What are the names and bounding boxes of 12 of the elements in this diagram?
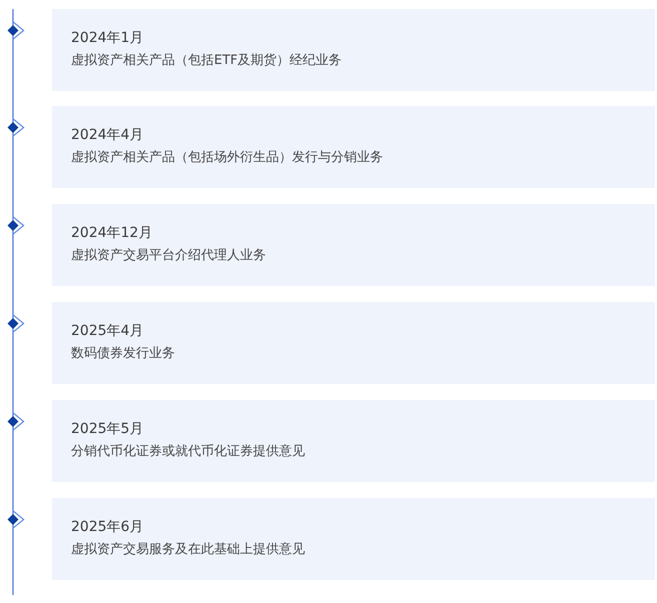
- event-description: 数码债券发行业务: [71, 345, 175, 363]
- event-description: 虚拟资产交易平台介绍代理人业务: [71, 247, 266, 265]
- event-description: 虚拟资产相关产品（包括场外衍生品）发行与分销业务: [71, 149, 383, 167]
- date-label: 2025年4月: [71, 322, 144, 341]
- date-label: 2025年5月: [71, 420, 144, 439]
- event-description: 虚拟资产相关产品（包括ETF及期货）经纪业务: [71, 52, 342, 70]
- date-label: 2024年12月: [71, 224, 152, 243]
- date-label: 2024年1月: [71, 29, 144, 48]
- event-description: 虚拟资产交易服务及在此基础上提供意见: [71, 541, 305, 559]
- event-description: 分销代币化证券或就代币化证券提供意见: [71, 443, 305, 461]
- date-label: 2024年4月: [71, 126, 144, 145]
- date-label: 2025年6月: [71, 518, 144, 537]
